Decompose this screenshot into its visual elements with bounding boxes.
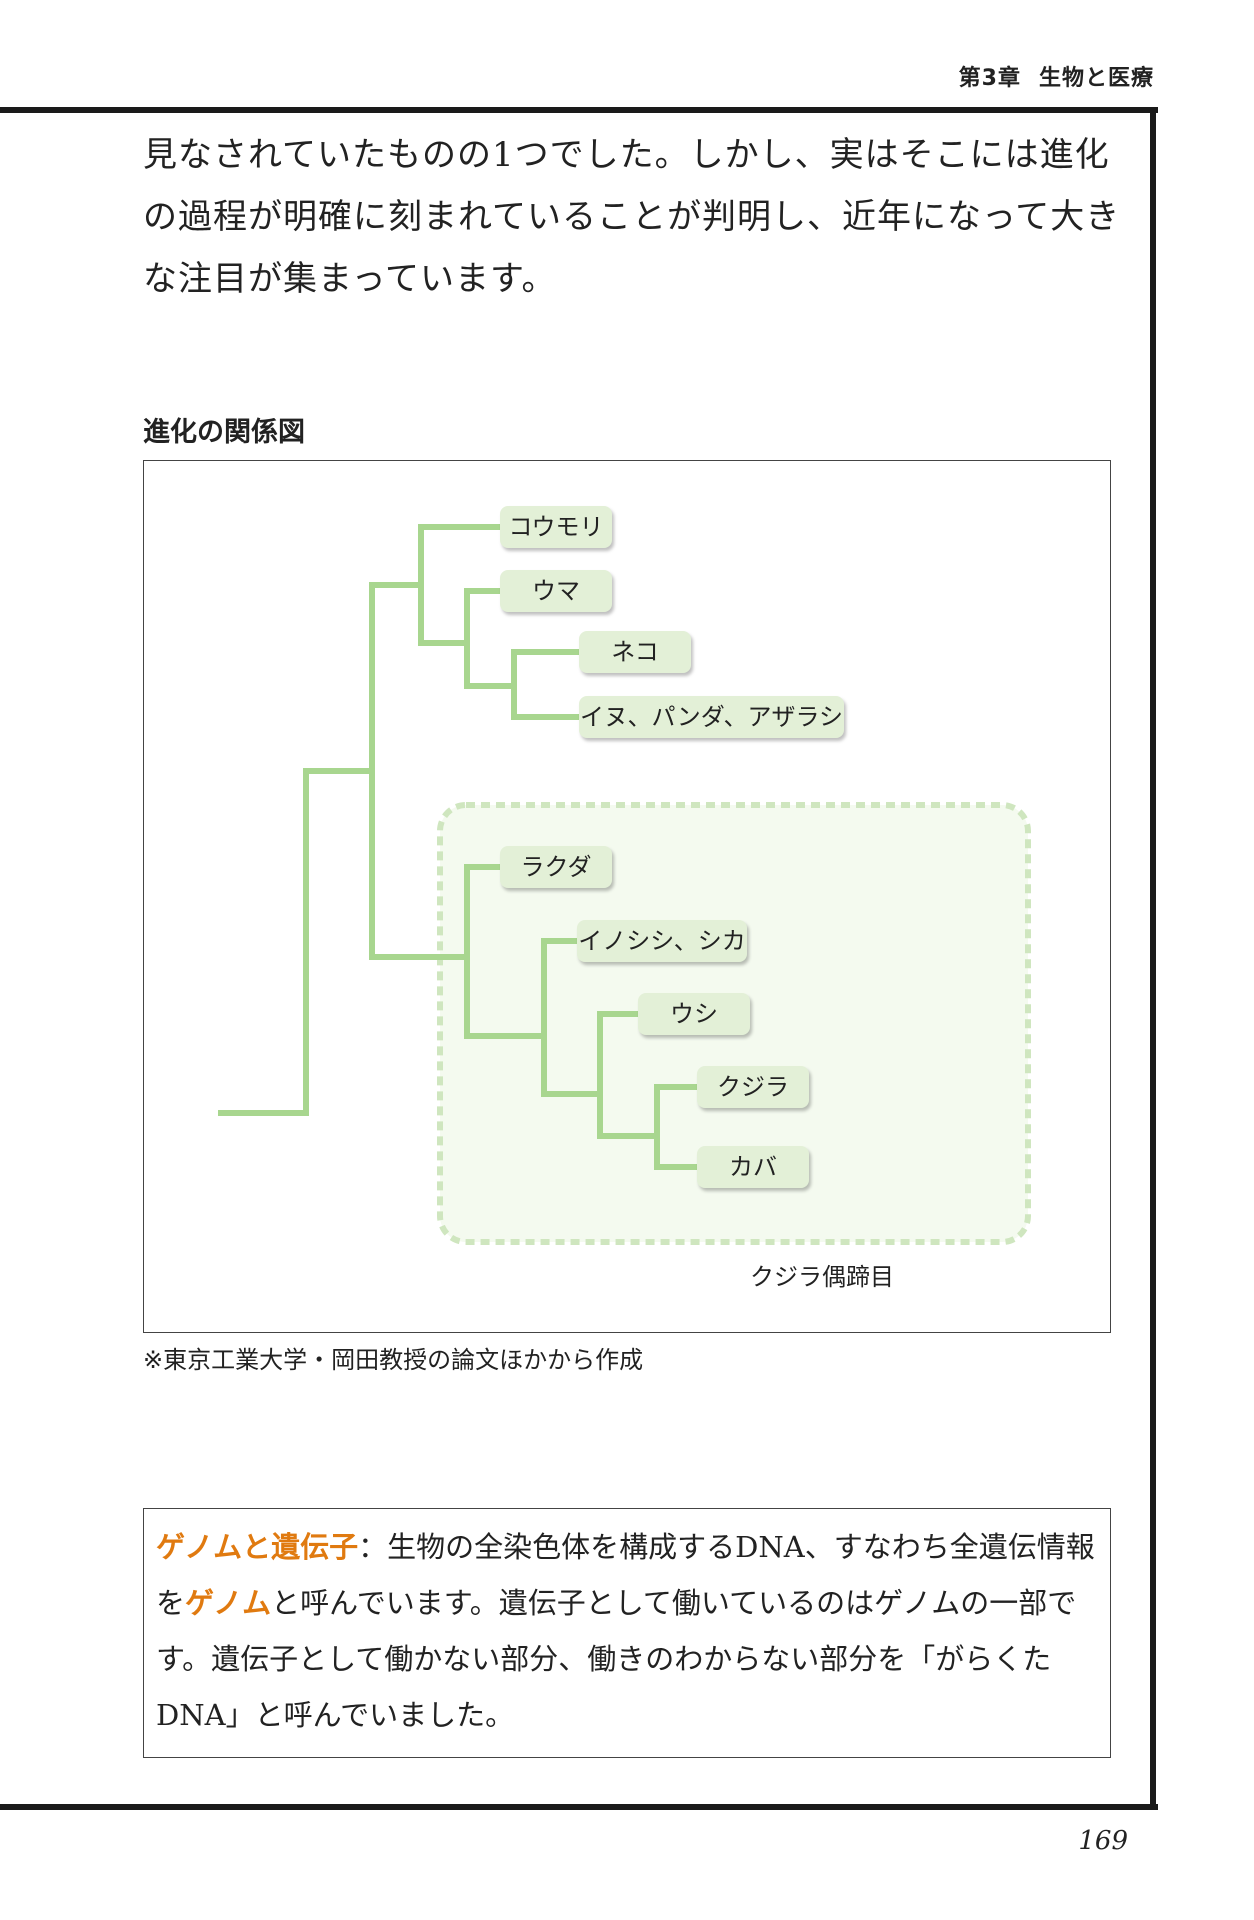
node-whale: クジラ (697, 1066, 809, 1108)
node-camel: ラクダ (500, 846, 612, 888)
node-cat: ネコ (579, 631, 691, 673)
glossary-colon: ： (358, 1530, 388, 1564)
node-bat: コウモリ (500, 506, 612, 548)
node-hippo: カバ (697, 1146, 809, 1188)
frame-border-right (1150, 107, 1156, 1809)
branch-carnivora (511, 649, 582, 720)
frame-border-top (0, 107, 1158, 113)
branch-camel-rest (464, 864, 547, 1039)
glossary-text: ゲノムと遺伝子：生物の全染色体を構成するDNA、すなわち全遺伝情報をゲノムと呼ん… (156, 1519, 1102, 1743)
branch-bat-horse-group (418, 524, 503, 585)
node-boar-deer: イノシシ、シカ (577, 920, 747, 962)
node-horse: ウマ (500, 570, 612, 612)
node-cow: ウシ (638, 993, 750, 1035)
branch-root (218, 768, 375, 1116)
chapter-number: 第3章 (958, 66, 1021, 91)
glossary-box: ゲノムと遺伝子：生物の全染色体を構成するDNA、すなわち全遺伝情報をゲノムと呼ん… (143, 1508, 1111, 1758)
glossary-part2: と呼んでいます。遺伝子として働いているのはゲノムの一部です。遺伝子として働かない… (156, 1586, 1077, 1732)
page-number: 169 (1078, 1826, 1128, 1856)
section-title: 進化の関係図 (143, 417, 305, 448)
branch-perissodactyla-carnivora (418, 582, 470, 646)
frame-border-bottom (0, 1804, 1158, 1810)
diagram-canvas (218, 524, 1031, 1245)
branch-cow-rest (597, 1011, 660, 1139)
branch-whale-hippo (654, 1084, 700, 1170)
source-note: ※東京工業大学・岡田教授の論文ほかから作成 (143, 1346, 644, 1374)
glossary-term: ゲノムと遺伝子 (156, 1530, 359, 1564)
node-dog-panda-seal: イヌ、パンダ、アザラシ (579, 696, 844, 738)
evolution-diagram: コウモリ ウマ ネコ イヌ、パンダ、アザラシ ラクダ イノシシ、シカ ウシ クジ… (143, 460, 1111, 1333)
chapter-title: 生物と医療 (1038, 66, 1154, 91)
running-header: 第3章生物と医療 (959, 60, 1154, 92)
glossary-part1: 生物の全染色体を構成するDNA、すなわち全遺伝情報を (156, 1530, 1095, 1620)
branch-horse-cat (464, 588, 517, 689)
branch-pig-rest (541, 938, 603, 1097)
group-label: クジラ偶蹄目 (744, 1257, 900, 1292)
body-paragraph: 見なされていたものの1つでした。しかし、実はそこには進化の過程が明確に刻まれてい… (143, 135, 1121, 299)
glossary-term-inline: ゲノム (185, 1586, 272, 1620)
